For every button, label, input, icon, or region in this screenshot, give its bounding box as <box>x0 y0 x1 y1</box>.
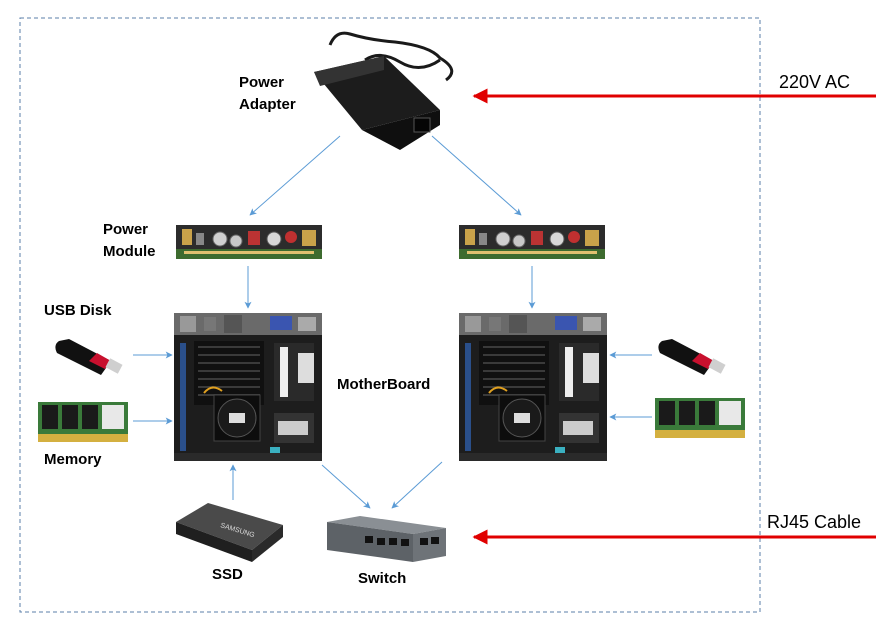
board-right-to-switch-arrow <box>391 461 443 509</box>
usb-disk-left-icon <box>55 339 123 375</box>
power-adapter-label: Power Adapter <box>239 72 296 116</box>
ac-input-label: 220V AC <box>779 72 851 92</box>
memory-right-icon <box>655 398 745 438</box>
power-adapter-label-line1: Power <box>239 74 285 91</box>
motherboard-label: MotherBoard <box>337 376 431 393</box>
board-left-to-switch-arrow <box>321 464 371 509</box>
ethernet-switch-icon <box>327 516 446 562</box>
memory-label: Memory <box>44 451 102 468</box>
ssd-label: SSD <box>212 566 243 583</box>
power-module-right-icon <box>458 224 606 260</box>
motherboard-right-icon <box>458 312 608 462</box>
adapter-to-module-left-arrow <box>249 135 341 216</box>
usb-disk-label: USB Disk <box>44 302 112 319</box>
power-adapter-label-line2: Adapter <box>239 96 296 113</box>
power-module-left-icon <box>175 224 323 260</box>
power-module-label: Power Module <box>103 219 156 263</box>
ssd-drive-icon: SAMSUNG <box>176 503 283 562</box>
power-module-label-line2: Module <box>103 243 156 260</box>
power-brick-icon <box>314 31 454 150</box>
memory-left-icon <box>38 402 128 442</box>
usb-disk-right-icon <box>658 339 726 375</box>
rj45-input-label: RJ45 Cable <box>767 512 862 532</box>
switch-label: Switch <box>358 570 407 587</box>
cluster-boundary <box>19 17 761 613</box>
adapter-to-module-right-arrow <box>431 135 522 216</box>
power-module-label-line1: Power <box>103 221 149 238</box>
motherboard-left-icon <box>173 312 323 462</box>
